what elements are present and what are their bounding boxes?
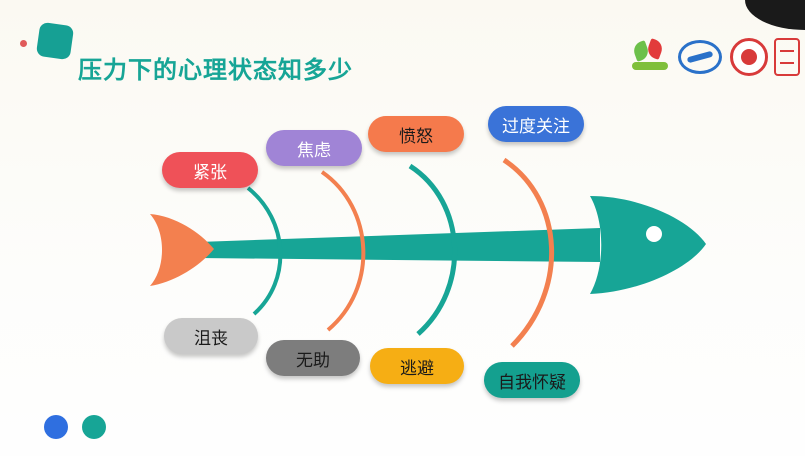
logo-group [630,38,800,78]
emotion-text: 过度关注 [502,116,570,137]
decor-dot-red [20,40,27,47]
emotion-label-anxiety: 焦虑 [266,130,362,166]
school-logo-icon [630,38,670,76]
emotion-label-avoidance: 逃避 [370,348,464,384]
emotion-label-anger: 愤怒 [368,116,464,152]
fish-spine [198,228,600,262]
rib-2 [320,170,366,332]
fish-tail [150,214,214,286]
rib-3 [408,163,458,336]
decor-dot-teal [82,415,106,439]
emotion-label-overattention: 过度关注 [488,106,584,142]
rib-4 [502,157,554,348]
emotion-text: 焦虑 [297,140,331,161]
emotion-text: 无助 [296,350,330,371]
emotion-text: 沮丧 [194,328,228,349]
rib-1 [246,186,283,316]
seal-logo-icon [730,38,768,76]
emotion-label-self-doubt: 自我怀疑 [484,362,580,398]
emotion-label-nervous: 紧张 [162,152,258,188]
emotion-text: 逃避 [400,358,434,379]
emotion-text: 自我怀疑 [498,372,566,393]
stamp-logo-icon [774,38,800,76]
decor-dot-blue [44,415,68,439]
fish-head [590,196,706,294]
emotion-label-depressed: 沮丧 [164,318,258,354]
fish-eye [646,226,662,242]
emotion-text: 紧张 [193,162,227,183]
emotion-text: 愤怒 [399,126,433,147]
slide-title: 压力下的心理状态知多少 [78,56,353,84]
globe-logo-icon [678,40,722,74]
emotion-label-helpless: 无助 [266,340,360,376]
